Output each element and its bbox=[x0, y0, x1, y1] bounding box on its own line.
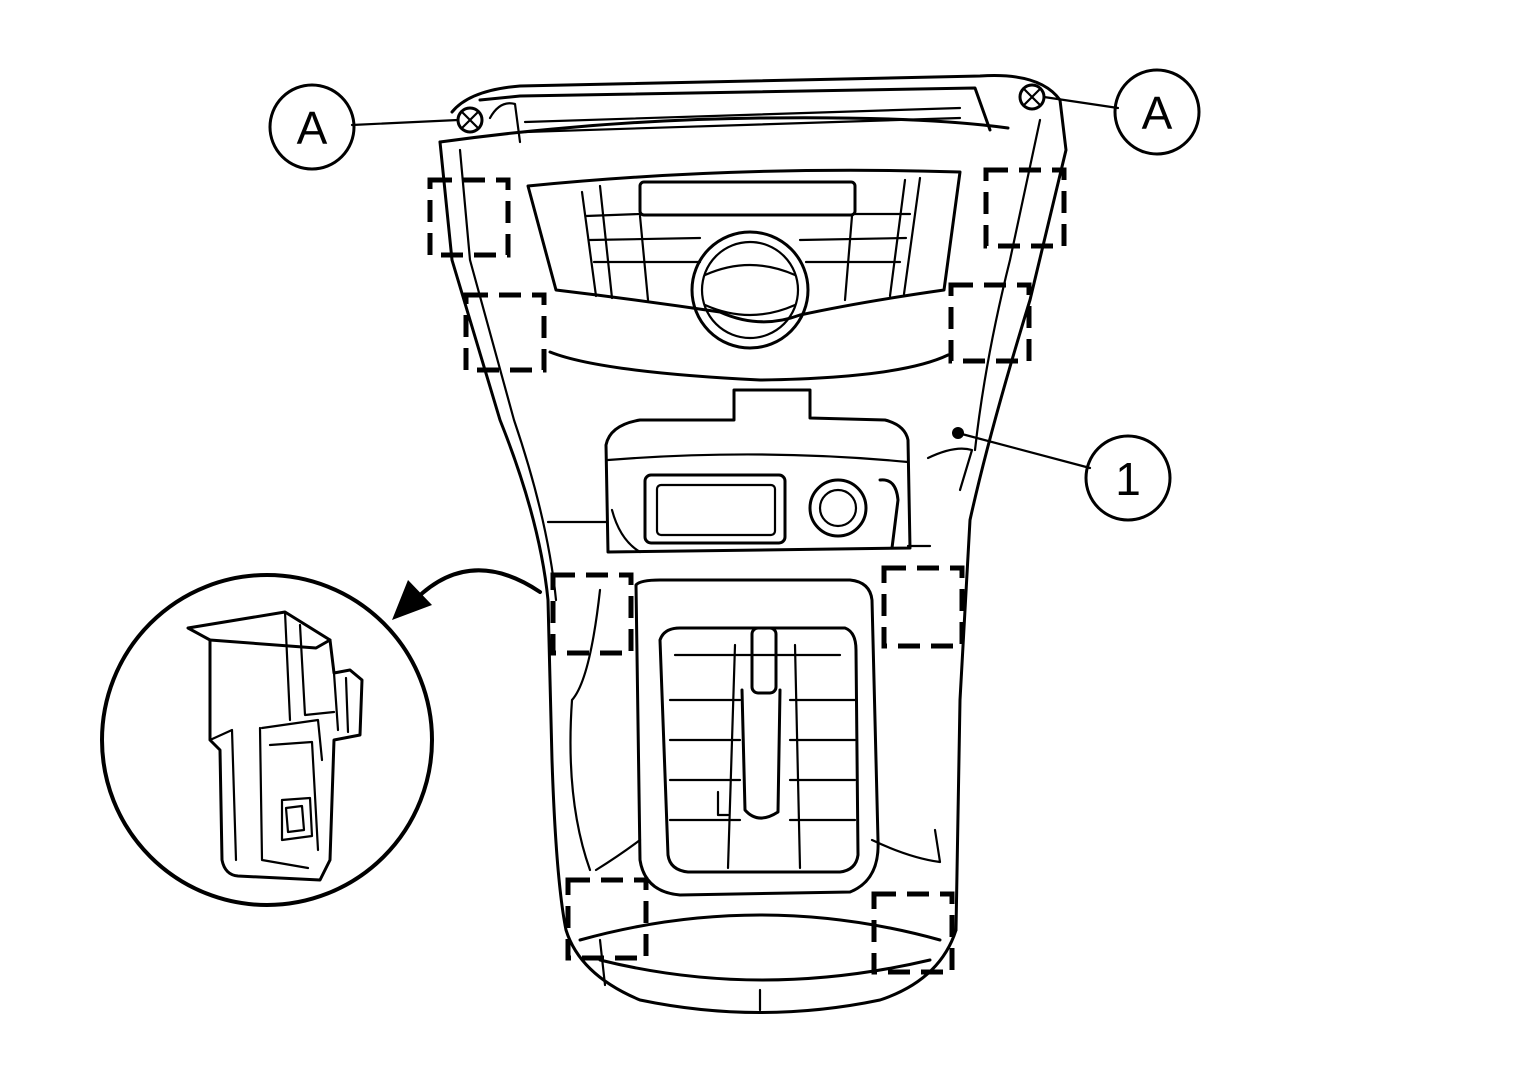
callout-a-left: A bbox=[268, 83, 460, 171]
clip-upper-right-2 bbox=[948, 282, 1032, 364]
callout-1-label: 1 bbox=[1115, 453, 1141, 505]
curved-arrow-icon bbox=[392, 568, 542, 620]
callout-a-left-label: A bbox=[297, 102, 328, 154]
clip-lower-left bbox=[565, 877, 649, 961]
screw-icon bbox=[1018, 83, 1046, 111]
clip-upper-left-1 bbox=[427, 177, 511, 258]
clip-upper-right-1 bbox=[983, 167, 1067, 249]
clip-middle-right bbox=[881, 565, 965, 649]
callout-1: 1 bbox=[952, 427, 1172, 522]
clip-detail-inset bbox=[100, 573, 434, 907]
clip-middle-left bbox=[550, 572, 634, 656]
switch-unit bbox=[546, 388, 932, 554]
callout-a-right: A bbox=[1042, 68, 1201, 156]
shifter-surround bbox=[569, 578, 942, 897]
clip-lower-right bbox=[871, 891, 955, 975]
clip-positions bbox=[427, 167, 1067, 975]
clip-detail bbox=[186, 610, 364, 882]
audio-panel bbox=[488, 102, 962, 382]
callout-a-right-label: A bbox=[1142, 87, 1173, 139]
clip-upper-left-2 bbox=[463, 292, 547, 373]
screw-icon bbox=[456, 106, 484, 134]
